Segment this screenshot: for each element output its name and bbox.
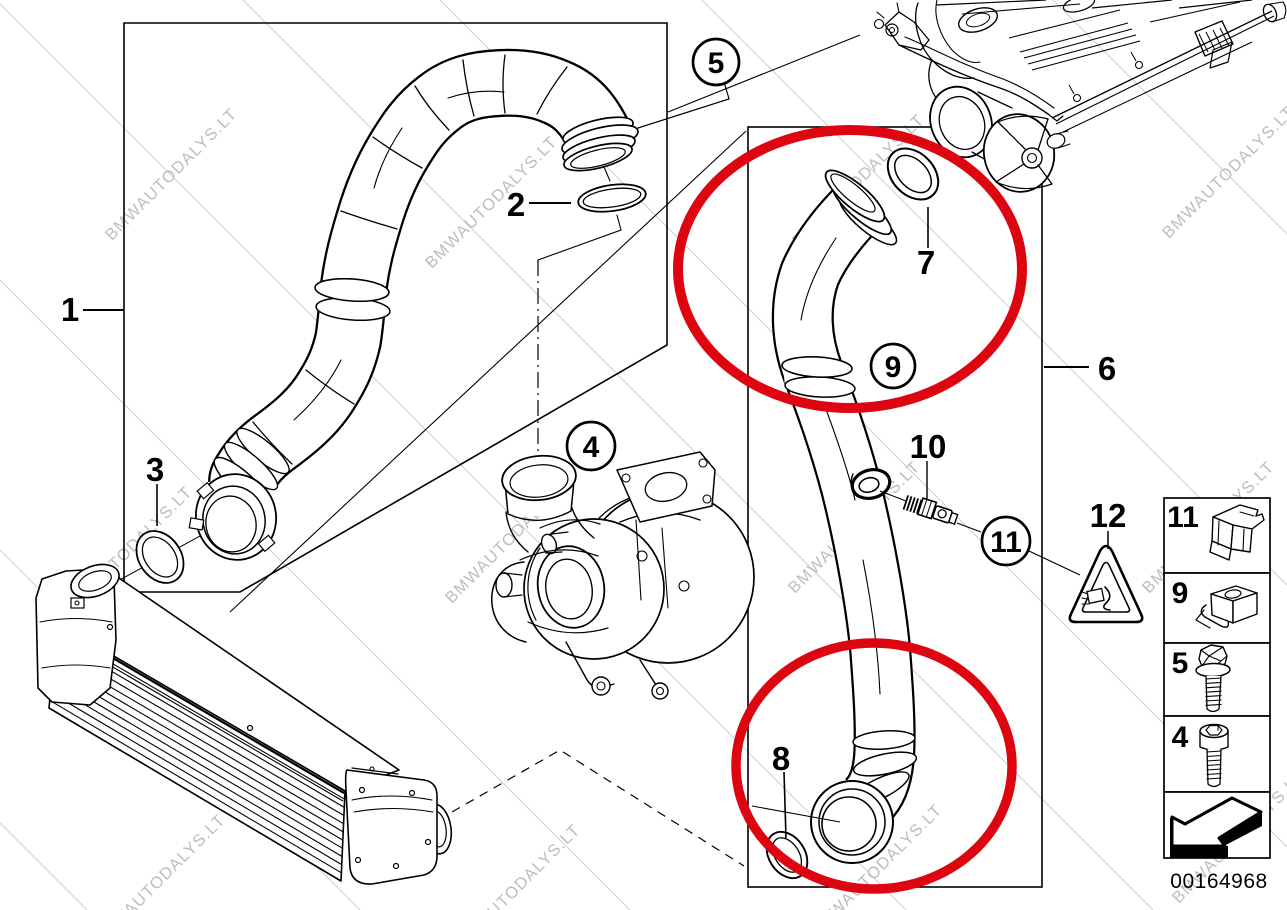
svg-text:11: 11 [1167,501,1199,534]
svg-text:8: 8 [772,740,790,777]
svg-text:2: 2 [507,186,525,223]
svg-text:9: 9 [885,351,902,384]
svg-text:3: 3 [146,451,164,488]
svg-text:11: 11 [990,526,1022,559]
svg-text:12: 12 [1090,497,1127,534]
svg-text:4: 4 [1172,721,1189,754]
svg-text:7: 7 [917,244,935,281]
svg-text:00164968: 00164968 [1170,870,1267,893]
svg-text:5: 5 [708,47,725,80]
svg-text:1: 1 [61,291,79,328]
svg-text:10: 10 [910,428,947,465]
svg-text:6: 6 [1098,350,1116,387]
svg-text:9: 9 [1172,577,1189,610]
svg-text:5: 5 [1172,647,1189,680]
svg-text:4: 4 [583,431,600,464]
